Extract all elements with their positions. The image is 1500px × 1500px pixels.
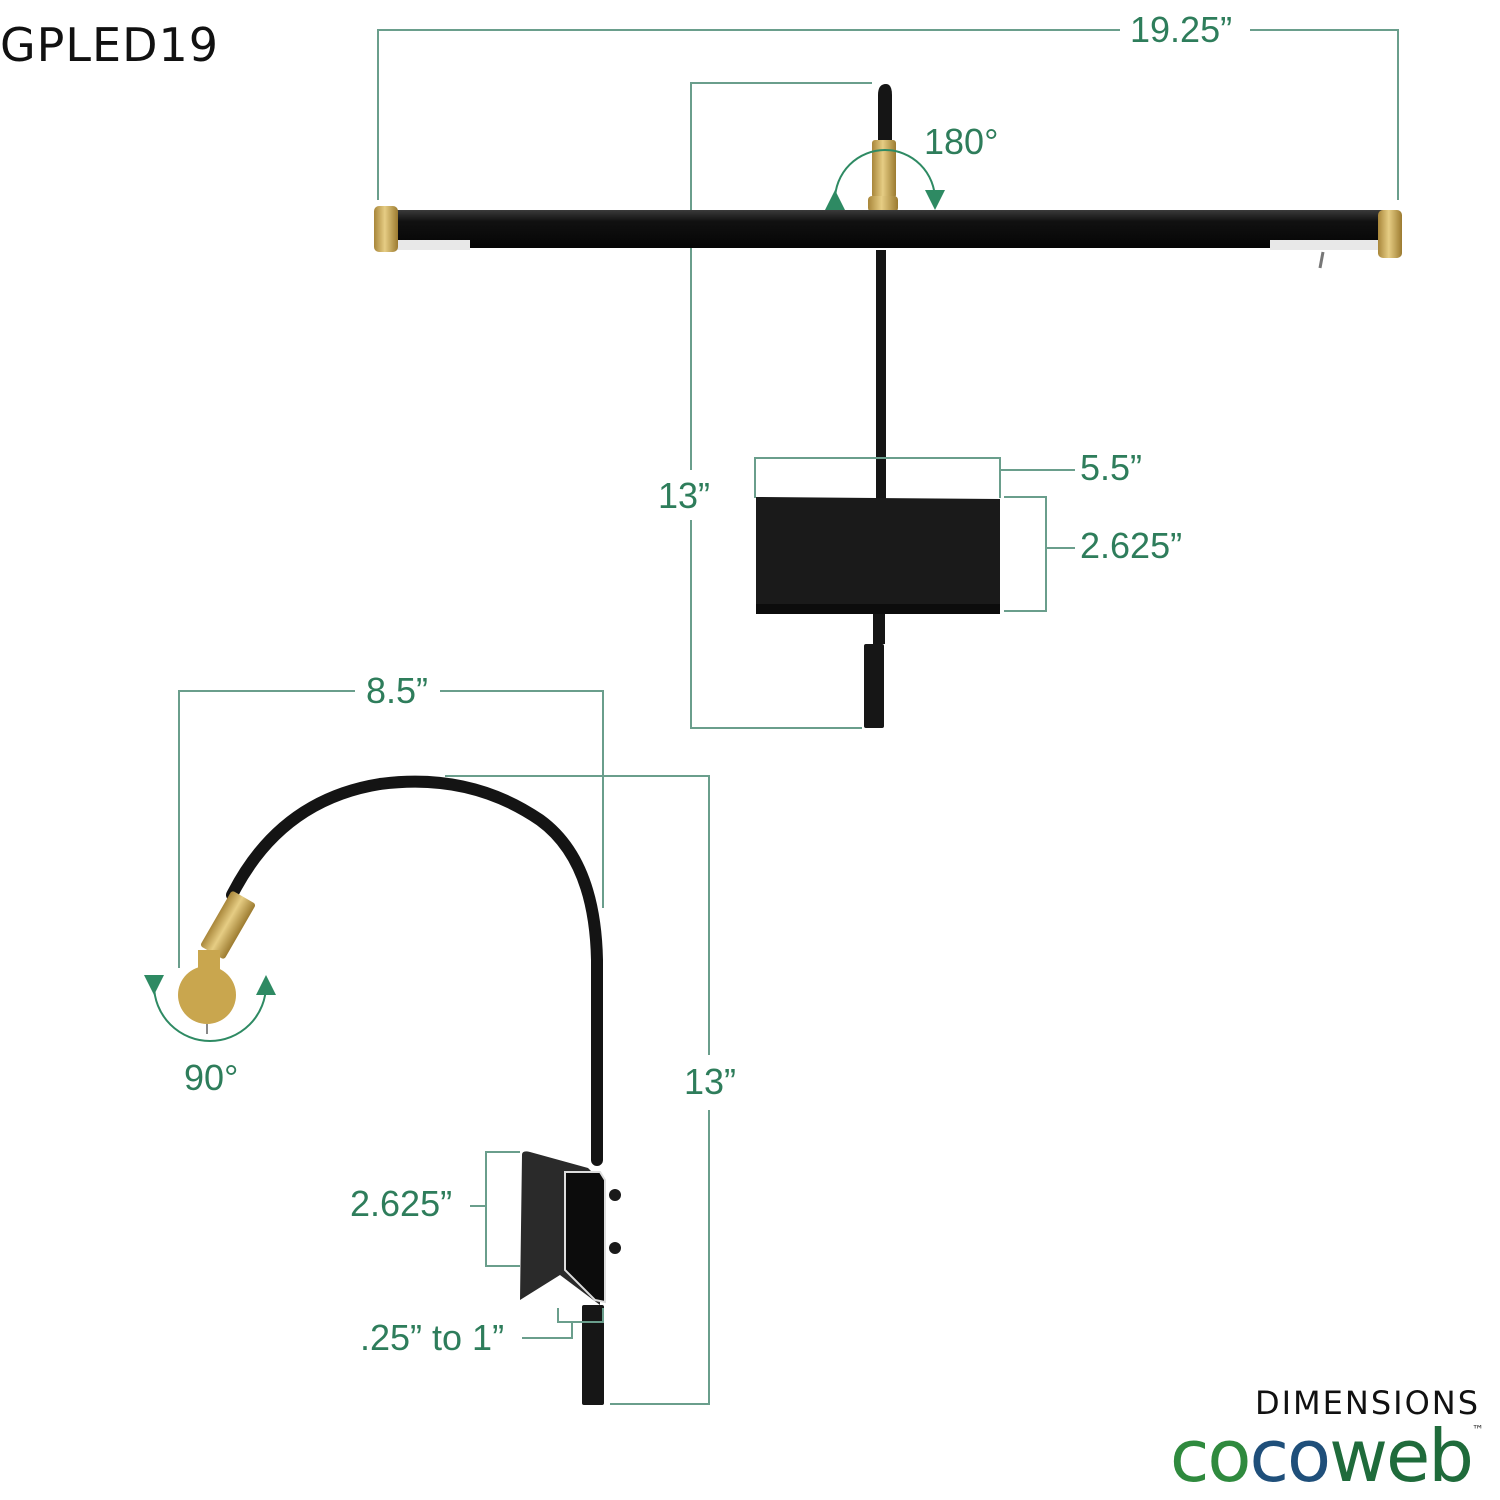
clip-opening-label: .25” to 1” bbox=[358, 1317, 507, 1358]
side-lower-weight bbox=[582, 1305, 604, 1405]
width-dimension-line bbox=[377, 29, 1120, 200]
brand-part-3: web bbox=[1329, 1414, 1474, 1498]
lower-weight bbox=[864, 644, 884, 728]
clip-height-dimension-line bbox=[1004, 496, 1047, 612]
side-view bbox=[143, 690, 710, 1405]
brand-part-2: co bbox=[1249, 1414, 1331, 1498]
side-clip-height-label: 2.625” bbox=[348, 1183, 455, 1224]
side-clip-height-dimension-line bbox=[485, 1151, 520, 1267]
overall-width-label: 19.25” bbox=[1128, 9, 1235, 50]
brand-part-1: co bbox=[1169, 1414, 1252, 1498]
clip-width-label: 5.5” bbox=[1078, 447, 1145, 488]
clip-width-dimension-line bbox=[754, 457, 1001, 498]
brass-end-cap-right bbox=[1378, 210, 1402, 258]
model-number: GPLED19 bbox=[0, 18, 220, 72]
clip-plate bbox=[756, 497, 1000, 612]
brass-swivel bbox=[872, 140, 896, 198]
clip-height-label: 2.625” bbox=[1078, 525, 1185, 566]
front-height-label: 13” bbox=[656, 475, 713, 516]
brass-end-cap-left bbox=[374, 206, 398, 252]
trademark-symbol: ™ bbox=[1472, 1423, 1484, 1437]
rotation-arc-180 bbox=[824, 149, 945, 211]
tilt-arc-90 bbox=[143, 974, 276, 1042]
clip-opening-dimension-line bbox=[557, 1308, 604, 1323]
head-rotation-label: 180° bbox=[924, 121, 999, 162]
reach-label: 8.5” bbox=[364, 670, 431, 711]
head-tilt-label: 90° bbox=[182, 1057, 241, 1098]
light-bar bbox=[390, 210, 1390, 248]
lamp-stem bbox=[876, 250, 886, 500]
side-height-dimension-line bbox=[445, 775, 710, 1055]
brass-lamp-head bbox=[178, 891, 256, 1034]
lamp-arm-hook bbox=[878, 84, 892, 150]
height-dimension-line bbox=[690, 82, 872, 470]
front-view bbox=[374, 29, 1402, 729]
side-height-label: 13” bbox=[682, 1061, 739, 1102]
gooseneck-arm bbox=[226, 775, 603, 1166]
reach-dimension-line bbox=[178, 690, 355, 968]
dimensions-heading: DIMENSIONS bbox=[1254, 1384, 1480, 1422]
brand-logo: cocoweb™ bbox=[1170, 1420, 1484, 1492]
